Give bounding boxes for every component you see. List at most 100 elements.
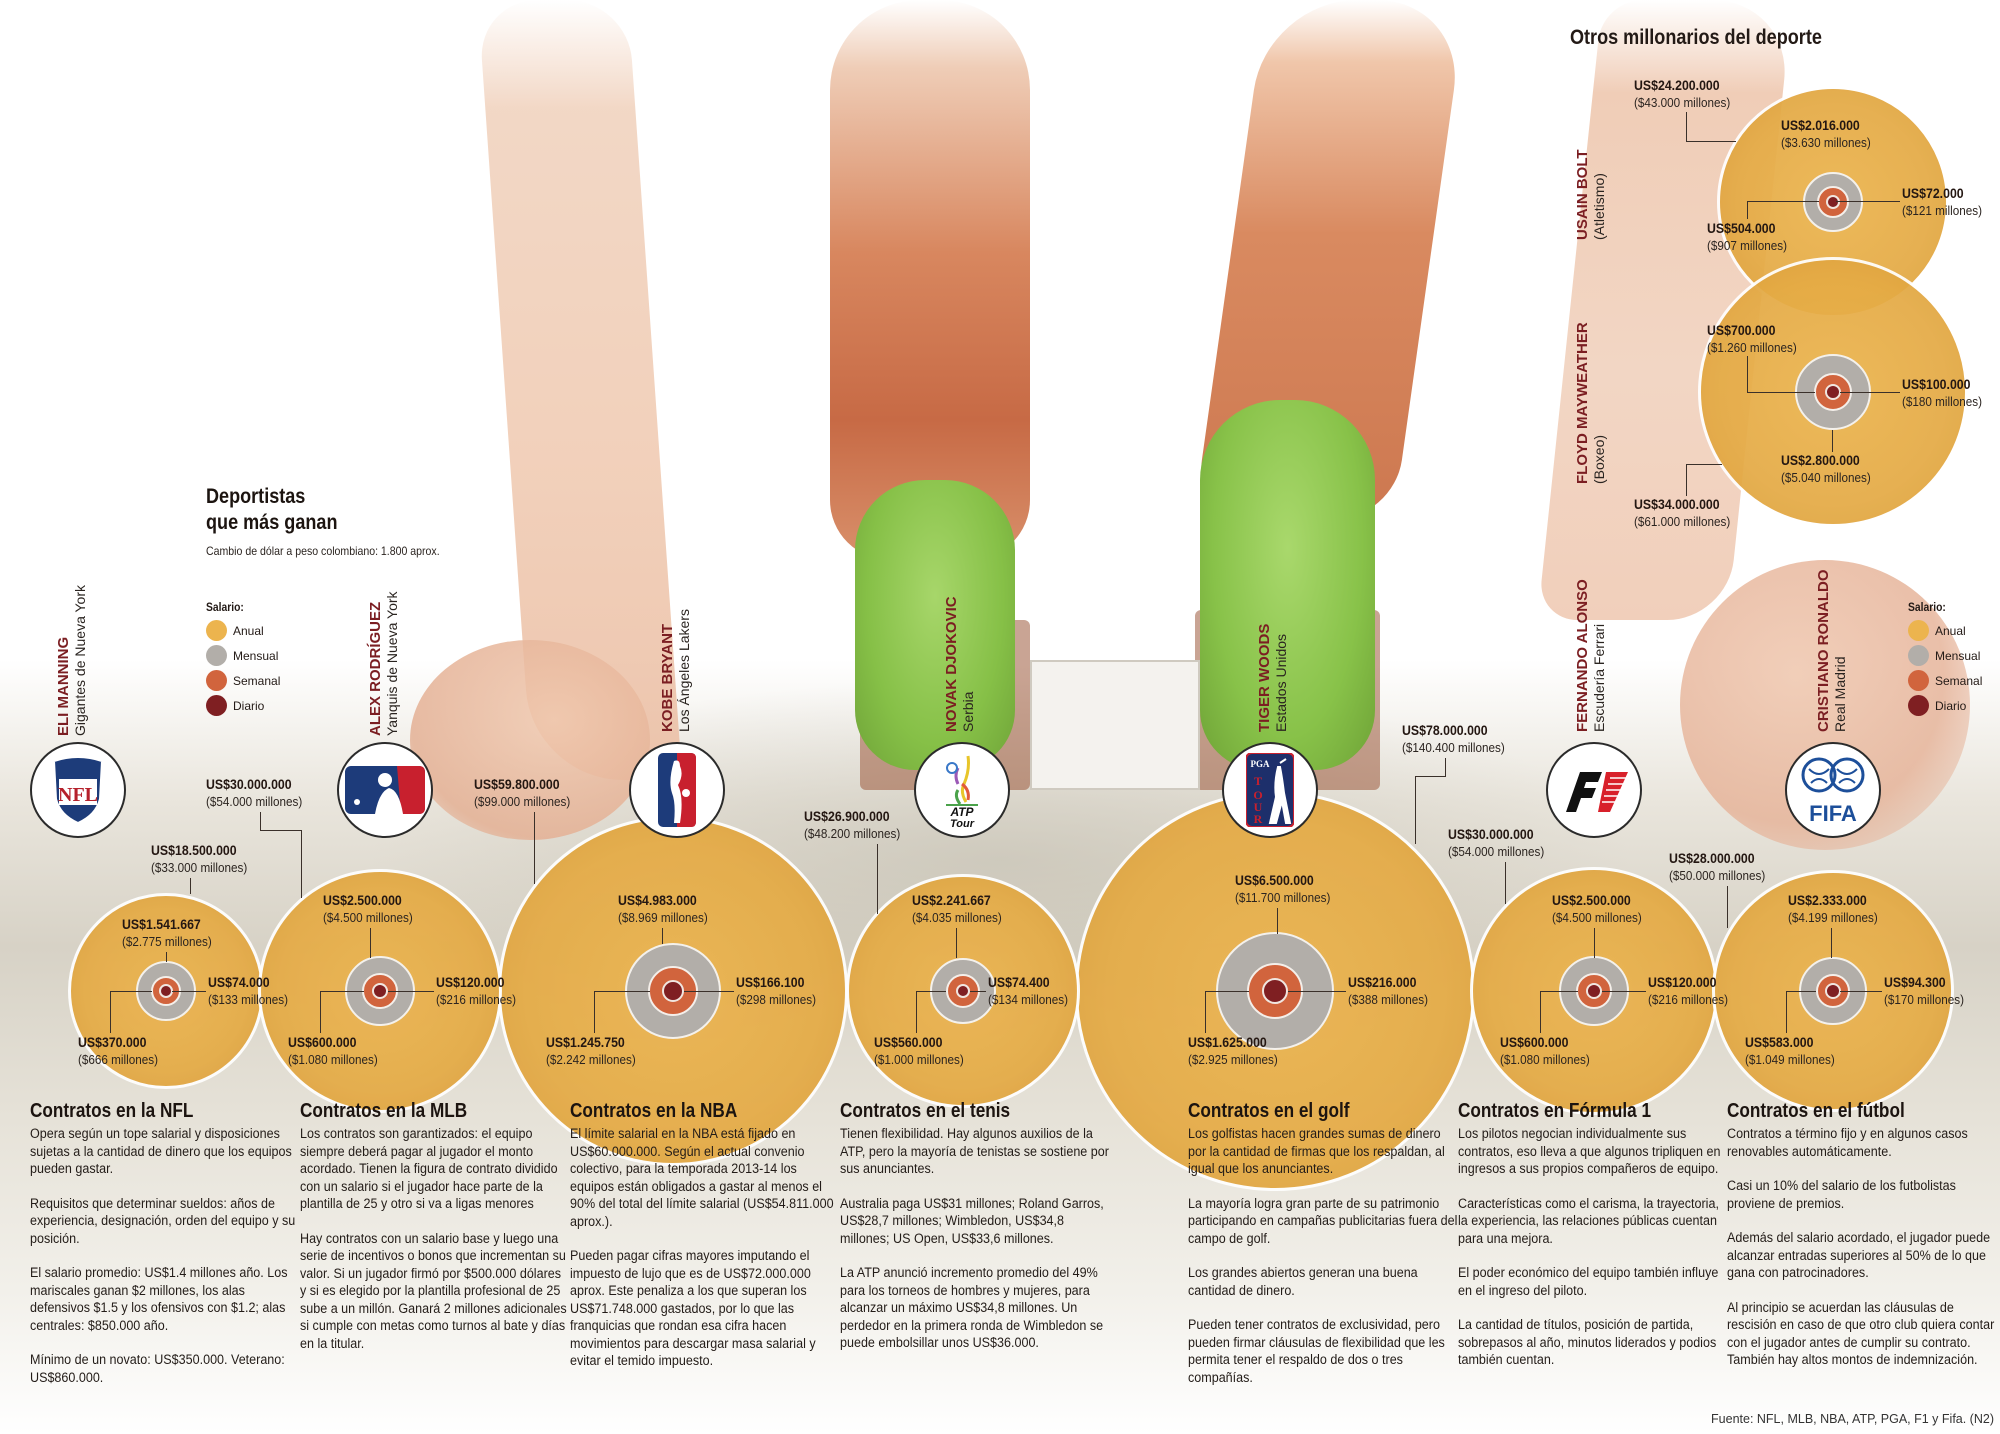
legend-title: Salario:	[206, 600, 244, 614]
mayweather-diario-label: US$100.000($180 millones)	[1902, 376, 1982, 409]
legend-item-semanal: Semanal	[1908, 668, 1982, 693]
column-nfl: Contratos en la NFL Opera según un tope …	[30, 1100, 296, 1385]
nfl-diario-ring	[159, 984, 173, 998]
f1-icon	[1566, 772, 1628, 812]
svg-text:Tour: Tour	[950, 818, 975, 830]
column-title: Contratos en la NFL	[30, 1100, 194, 1122]
mayweather-anual-label: US$34.000.000($61.000 millones)	[1634, 496, 1731, 529]
fifa-logo: FIFA	[1785, 742, 1881, 838]
svg-text:ATP: ATP	[949, 805, 974, 819]
golf-mensual-label: US$6.500.000($11.700 millones)	[1235, 872, 1331, 905]
column-golf: Contratos en el golf Los golfistas hacen…	[1188, 1100, 1458, 1385]
column-title: Contratos en el golf	[1188, 1100, 1350, 1122]
column-title: Contratos en Fórmula 1	[1458, 1100, 1652, 1122]
golf-diario-label: US$216.000($388 millones)	[1348, 974, 1428, 1007]
legend-item-diario: Diario	[1908, 693, 1982, 718]
mensual-swatch-icon	[206, 645, 227, 666]
svg-text:PGA: PGA	[1251, 759, 1270, 769]
nba-silhouette-icon	[658, 753, 696, 827]
legend-item-anual: Anual	[1908, 618, 1982, 643]
futbol-diario-ring	[1825, 983, 1841, 999]
golf-diario-ring	[1262, 978, 1288, 1004]
nba-semanal-label: US$1.245.750($2.242 millones)	[546, 1034, 636, 1067]
svg-text:U: U	[1254, 800, 1263, 814]
column-nba: Contratos en la NBA El límite salarial e…	[570, 1100, 834, 1368]
tenis-semanal-label: US$560.000($1.000 millones)	[874, 1034, 964, 1067]
legend-left: Salario: Anual Mensual Semanal Diario	[206, 600, 280, 718]
nfl-shield-icon: NFL	[52, 756, 104, 825]
bolt-diario-label: US$72.000($121 millones)	[1902, 185, 1982, 218]
column-title: Contratos en la MLB	[300, 1100, 468, 1122]
green-shoe-left	[855, 480, 1015, 770]
others-title: Otros millonarios del deporte	[1570, 26, 1822, 49]
bolt-diario-ring	[1826, 195, 1840, 209]
svg-text:T: T	[1254, 774, 1262, 788]
bolt-semanal-label: US$504.000($907 millones)	[1707, 220, 1787, 253]
legend-item-mensual: Mensual	[1908, 643, 1982, 668]
mlb-anual-label: US$30.000.000($54.000 millones)	[206, 776, 303, 809]
nba-mensual-label: US$4.983.000($8.969 millones)	[618, 892, 708, 925]
futbol-mensual-label: US$2.333.000($4.199 millones)	[1788, 892, 1878, 925]
f1-semanal-label: US$600.000($1.080 millones)	[1500, 1034, 1590, 1067]
nba-anual-label: US$59.800.000($99.000 millones)	[474, 776, 571, 809]
f1-mensual-label: US$2.500.000($4.500 millones)	[1552, 892, 1642, 925]
column-formula1: Contratos en Fórmula 1 Los pilotos negoc…	[1458, 1100, 1721, 1367]
tenis-mensual-label: US$2.241.667($4.035 millones)	[912, 892, 1002, 925]
futbol-anual-label: US$28.000.000($50.000 millones)	[1669, 850, 1766, 883]
athlete-label-mayweather: FLOYD MAYWEATHER (Boxeo)	[1574, 322, 1607, 484]
mlb-batter-icon	[345, 766, 425, 814]
anual-swatch-icon	[206, 620, 227, 641]
photo-hand-left	[410, 640, 650, 840]
tenis-diario-label: US$74.400($134 millones)	[988, 974, 1068, 1007]
legend-item-mensual: Mensual	[206, 643, 280, 668]
bolt-mensual-label: US$2.016.000($3.630 millones)	[1781, 117, 1871, 150]
column-title: Contratos en el tenis	[840, 1100, 1011, 1122]
mayweather-semanal-label: US$700.000($1.260 millones)	[1707, 322, 1797, 355]
legend-title: Salario:	[1908, 600, 1946, 614]
futbol-diario-label: US$94.300($170 millones)	[1884, 974, 1964, 1007]
legend-item-anual: Anual	[206, 618, 280, 643]
pga-golfer-icon: PGA T O U R	[1246, 753, 1294, 827]
tenis-diario-ring	[956, 984, 970, 998]
nfl-semanal-label: US$370.000($666 millones)	[78, 1034, 158, 1067]
chart-title-line1: Deportistas	[206, 485, 306, 508]
atp-tour-logo: ATP Tour	[914, 742, 1010, 838]
svg-text:NFL: NFL	[58, 784, 98, 806]
bolt-mensual-ring	[1803, 172, 1863, 232]
mayweather-mensual-label: US$2.800.000($5.040 millones)	[1781, 452, 1871, 485]
bolt-anual-label: US$24.200.000($43.000 millones)	[1634, 77, 1731, 110]
column-title: Contratos en el fútbol	[1727, 1100, 1905, 1122]
mlb-diario-ring	[372, 983, 388, 999]
futbol-semanal-label: US$583.000($1.049 millones)	[1745, 1034, 1835, 1067]
f1-anual-label: US$30.000.000($54.000 millones)	[1448, 826, 1545, 859]
chart-title-block: Deportistas que más ganan Cambio de dóla…	[206, 484, 472, 558]
nfl-diario-label: US$74.000($133 millones)	[208, 974, 288, 1007]
legend-item-semanal: Semanal	[206, 668, 280, 693]
fifa-globes-icon: FIFA	[1801, 757, 1865, 825]
semanal-swatch-icon	[206, 670, 227, 691]
photo-leg-right	[1193, 0, 1467, 520]
column-mlb: Contratos en la MLB Los contratos son ga…	[300, 1100, 567, 1351]
semanal-swatch-icon	[1908, 670, 1929, 691]
f1-diario-label: US$120.000($216 millones)	[1648, 974, 1728, 1007]
diario-swatch-icon	[206, 695, 227, 716]
column-futbol: Contratos en el fútbol Contratos a térmi…	[1727, 1100, 1995, 1367]
nfl-mensual-label: US$1.541.667($2.775 millones)	[122, 916, 212, 949]
f1-diario-ring	[1586, 983, 1602, 999]
f1-logo	[1546, 742, 1642, 838]
golf-anual-label: US$78.000.000($140.400 millones)	[1402, 722, 1505, 755]
mayweather-diario-ring	[1825, 384, 1841, 400]
mlb-mensual-label: US$2.500.000($4.500 millones)	[323, 892, 413, 925]
golf-semanal-label: US$1.625.000($2.925 millones)	[1188, 1034, 1278, 1067]
starting-block-frame	[1030, 660, 1200, 790]
mensual-swatch-icon	[1908, 645, 1929, 666]
column-tenis: Contratos en el tenis Tienen flexibilida…	[840, 1100, 1109, 1350]
nba-diario-label: US$166.100($298 millones)	[736, 974, 816, 1007]
athlete-label-bolt: USAIN BOLT (Atletismo)	[1574, 149, 1607, 240]
chart-title-line2: que más ganan	[206, 511, 338, 534]
